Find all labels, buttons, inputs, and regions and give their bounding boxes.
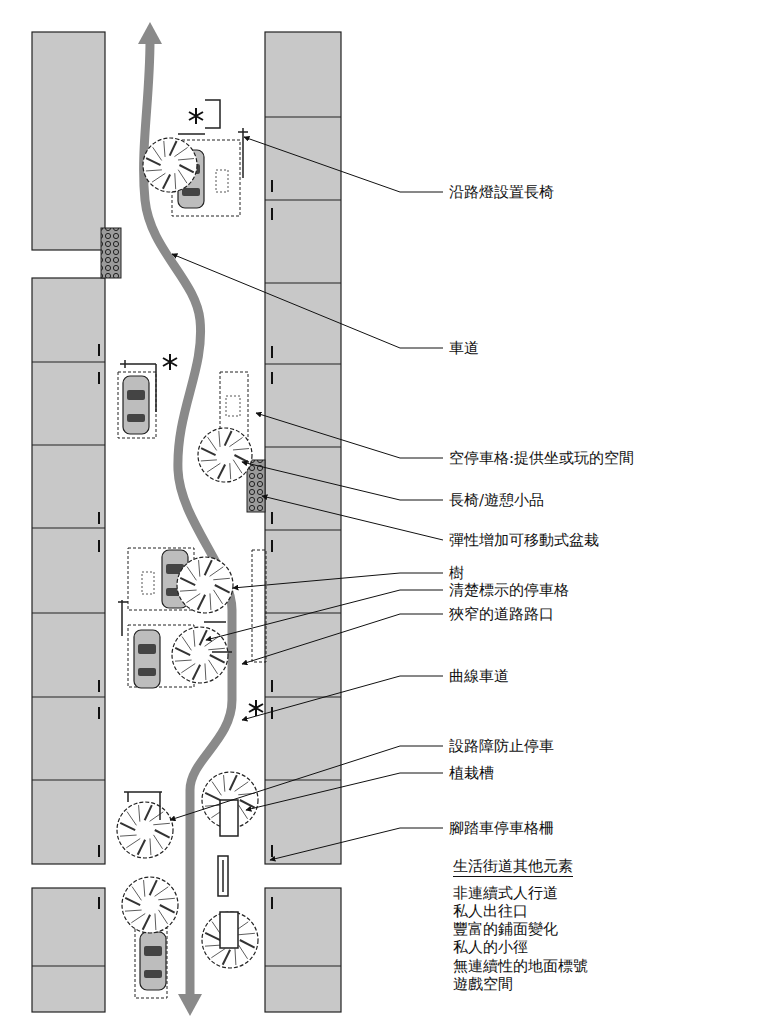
callout-label: 設路障防止停車 xyxy=(449,737,554,755)
car xyxy=(140,932,166,990)
leader-lines xyxy=(170,137,443,860)
buildings xyxy=(32,32,341,1012)
tree xyxy=(198,428,252,482)
callout-label: 曲線車道 xyxy=(449,667,509,685)
callout-label: 植栽槽 xyxy=(449,764,494,782)
car xyxy=(123,376,149,434)
tree xyxy=(122,877,178,933)
tree xyxy=(202,912,258,968)
tree xyxy=(172,627,228,683)
list-item: 私人的小徑 xyxy=(453,938,528,956)
callout-label: 樹 xyxy=(449,564,464,582)
planter-boxes xyxy=(220,800,238,948)
callout-label: 空停車格:提供坐或玩的空間 xyxy=(449,449,634,467)
callout-label: 彈性增加可移動式盆栽 xyxy=(449,531,599,549)
road-arrow xyxy=(138,22,162,44)
callout-label: 狹窄的道路路口 xyxy=(449,605,554,623)
trees xyxy=(117,138,258,968)
tree xyxy=(117,802,173,858)
list-item: 無連續性的地面標號 xyxy=(453,957,588,975)
list-item: 豐富的鋪面變化 xyxy=(453,920,558,938)
bike-rack xyxy=(218,856,228,896)
callout-label: 沿路燈設置長椅 xyxy=(449,183,554,201)
asterisks xyxy=(163,108,263,716)
tree xyxy=(143,138,197,192)
road-arrow xyxy=(178,994,202,1016)
tree xyxy=(177,557,233,613)
list-item: 非連續式人行道 xyxy=(453,884,558,902)
benches-lamps xyxy=(118,100,248,820)
list-item: 私人出往口 xyxy=(453,902,528,920)
callout-label: 腳踏車停車格柵 xyxy=(449,819,554,837)
movable-planters xyxy=(101,228,265,512)
callout-label: 車道 xyxy=(449,339,479,357)
callout-label: 清楚標示的停車格 xyxy=(449,581,569,599)
car xyxy=(134,630,160,688)
list-heading: 生活街道其他元素 xyxy=(453,857,573,877)
list-item: 遊戲空間 xyxy=(453,975,513,993)
callout-label: 長椅/遊憩小品 xyxy=(449,491,544,509)
